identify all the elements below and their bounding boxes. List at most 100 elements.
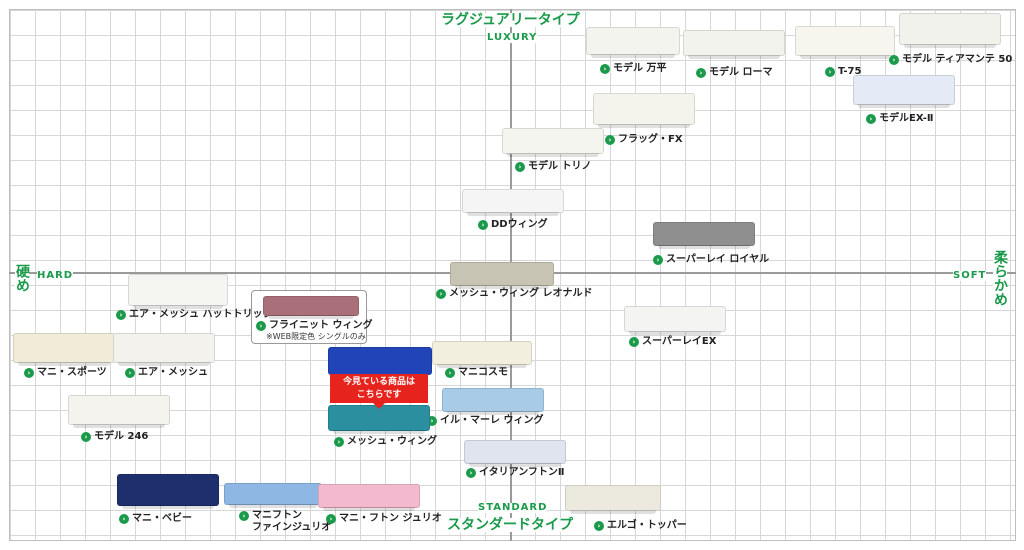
product-label-air-mesh-hattrick[interactable]: ›エア・メッシュ ハットトリック (116, 309, 272, 321)
product-label-flag-fx[interactable]: ›フラッグ・FX (605, 134, 683, 146)
product-label-dd-wing[interactable]: ›DDウィング (478, 219, 548, 231)
product-label-model-ex2[interactable]: ›モデルEX-Ⅱ (866, 113, 933, 125)
arrow-circle-icon: › (478, 220, 488, 230)
arrow-circle-icon: › (594, 521, 604, 531)
axis-bottom-en-label: STANDARD (478, 502, 548, 513)
product-label-mani-futon-fine[interactable]: ›マニフトン ファインジュリオ (239, 510, 331, 534)
product-name: マニコスモ (458, 367, 508, 378)
arrow-circle-icon: › (427, 416, 437, 426)
product-name: DDウィング (491, 219, 548, 230)
arrow-circle-icon: › (605, 135, 615, 145)
arrow-circle-icon: › (436, 289, 446, 299)
product-name: イタリアンフトンⅡ (479, 467, 565, 478)
mattress-image-model-trino[interactable] (502, 128, 604, 157)
product-label-air-mesh[interactable]: ›エア・メッシュ (125, 367, 208, 379)
mattress-image-dd-wing[interactable] (462, 189, 564, 216)
arrow-circle-icon: › (653, 255, 663, 265)
product-label-super-lay-ex[interactable]: ›スーパーレイEX (629, 336, 716, 348)
arrow-circle-icon: › (515, 162, 525, 172)
product-label-model-roma[interactable]: ›モデル ローマ (696, 67, 772, 79)
arrow-circle-icon: › (445, 368, 455, 378)
product-label-ergo-topper[interactable]: ›エルゴ・トッパー (594, 520, 687, 532)
product-name: メッシュ・ウィング レオナルド (449, 288, 593, 299)
product-label-mani-sports[interactable]: ›マニ・スポーツ (24, 367, 107, 379)
product-label-model-manpei[interactable]: ›モデル 万平 (600, 63, 666, 75)
mattress-image-mani-sports[interactable] (13, 333, 115, 366)
axis-right-label: 柔らかめ (992, 249, 1008, 307)
arrow-circle-icon: › (889, 55, 899, 65)
product-name: マニフトン ファインジュリオ (252, 510, 332, 533)
product-name: モデル ローマ (709, 67, 773, 78)
mattress-image-flynit-wing[interactable] (263, 296, 359, 319)
product-name: モデル 246 (94, 431, 149, 442)
product-label-mani-baby[interactable]: ›マニ・ベビー (119, 513, 192, 525)
mattress-image-mesh-wing-leonardo[interactable] (450, 262, 554, 289)
mattress-image-super-lay-ex[interactable] (624, 306, 726, 335)
mattress-image-super-lay-royal[interactable] (653, 222, 755, 249)
product-name: モデル トリノ (528, 161, 592, 172)
mattress-image-model-ex2[interactable] (853, 75, 955, 108)
product-name: メッシュ・ウィング (347, 436, 437, 447)
product-label-mesh-wing[interactable]: ›メッシュ・ウィング (334, 436, 437, 448)
product-name: モデル 万平 (613, 63, 667, 74)
product-name: スーパーレイ ロイヤル (666, 254, 770, 265)
arrow-circle-icon: › (466, 468, 476, 478)
product-name: モデルEX-Ⅱ (879, 113, 934, 124)
mattress-image-model-246[interactable] (68, 395, 170, 428)
mattress-image-model-roma[interactable] (683, 30, 785, 59)
product-label-t75[interactable]: ›T-75 (825, 66, 861, 78)
product-label-mani-cosmo[interactable]: ›マニコスモ (445, 367, 508, 379)
mattress-image-mani-baby[interactable] (117, 474, 219, 509)
product-name: エア・メッシュ (138, 367, 208, 378)
web-limited-note: ※WEB限定色 シングルのみ (266, 332, 366, 341)
arrow-circle-icon: › (825, 67, 835, 77)
arrow-circle-icon: › (116, 310, 126, 320)
product-label-super-lay-royal[interactable]: ›スーパーレイ ロイヤル (653, 254, 769, 266)
mattress-image-t75[interactable] (795, 26, 895, 59)
arrow-circle-icon: › (866, 114, 876, 124)
product-label-flynit-wing[interactable]: ›フライニット ウィング (256, 320, 372, 332)
mattress-image-model-tiamante[interactable] (899, 13, 1001, 48)
mattress-image-ergo-topper[interactable] (565, 485, 661, 514)
product-name: マニ・スポーツ (37, 367, 107, 378)
mattress-image-flag-fx[interactable] (593, 93, 695, 128)
mattress-image-mani-futon-fine[interactable] (224, 483, 322, 508)
product-name: エア・メッシュ ハットトリック (129, 309, 273, 320)
product-label-mani-futon-julio[interactable]: ›マニ・フトン ジュリオ (326, 513, 442, 525)
product-name: T-75 (838, 66, 862, 77)
axis-top-label: ラグジュアリータイプ (441, 12, 580, 28)
product-name: フライニット ウィング (269, 320, 373, 331)
axis-top-en-label: LUXURY (487, 32, 538, 43)
axis-left-en-label: HARD (37, 270, 74, 281)
product-label-italian-futon[interactable]: ›イタリアンフトンⅡ (466, 467, 565, 479)
mattress-image-air-mesh-hattrick[interactable] (128, 274, 228, 309)
product-label-model-246[interactable]: ›モデル 246 (81, 431, 148, 443)
arrow-circle-icon: › (239, 511, 249, 521)
product-label-il-mare-wing[interactable]: ›イル・マーレ ウィング (427, 415, 543, 427)
mattress-image-italian-futon[interactable] (464, 440, 566, 467)
product-name: エルゴ・トッパー (607, 520, 687, 531)
axis-bottom-label: スタンダードタイプ (447, 517, 573, 533)
product-name: モデル ティアマンテ 50 (902, 54, 1013, 65)
product-name: フラッグ・FX (618, 134, 683, 145)
mattress-image-model-manpei[interactable] (586, 27, 680, 58)
arrow-circle-icon: › (24, 368, 34, 378)
mattress-image-mani-cosmo[interactable] (432, 341, 532, 368)
arrow-circle-icon: › (81, 432, 91, 442)
mattress-image-il-mare-wing[interactable] (442, 388, 544, 415)
product-name: スーパーレイEX (642, 336, 717, 347)
product-label-model-trino[interactable]: ›モデル トリノ (515, 161, 591, 173)
product-label-model-tiamante[interactable]: ›モデル ティアマンテ 50 (889, 54, 1012, 66)
mattress-image-current-wing[interactable] (328, 347, 432, 378)
mattress-image-mani-futon-julio[interactable] (318, 484, 420, 511)
arrow-circle-icon: › (696, 68, 706, 78)
arrow-circle-icon: › (125, 368, 135, 378)
product-label-mesh-wing-leonardo[interactable]: ›メッシュ・ウィング レオナルド (436, 288, 592, 300)
arrow-circle-icon: › (600, 64, 610, 74)
product-name: イル・マーレ ウィング (440, 415, 544, 426)
axis-right-en-label: SOFT (953, 270, 987, 281)
mattress-image-air-mesh[interactable] (113, 333, 215, 366)
arrow-circle-icon: › (629, 337, 639, 347)
arrow-circle-icon: › (256, 321, 266, 331)
